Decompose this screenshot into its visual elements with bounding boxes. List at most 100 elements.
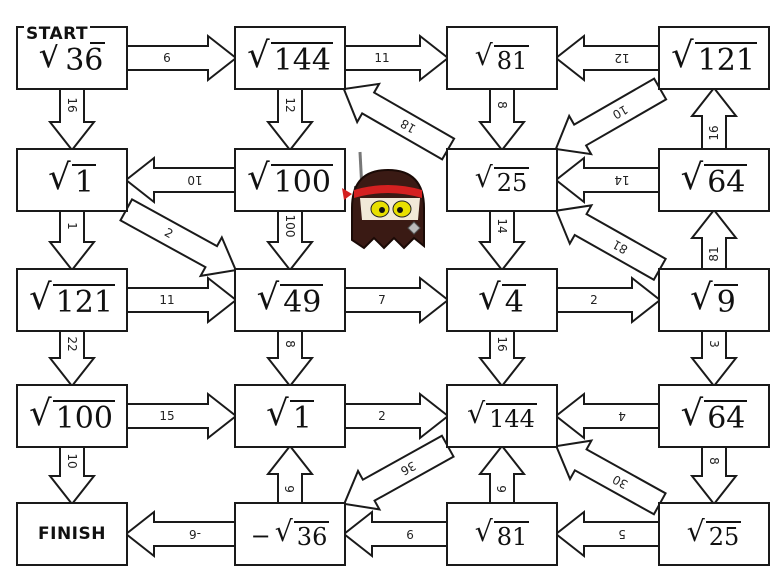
arrow-label: 4	[618, 409, 626, 423]
cell-r3c1[interactable]: √121	[16, 268, 128, 332]
cell-expression: √64	[681, 159, 748, 198]
radicand: 9	[713, 283, 738, 318]
arrow-shape	[689, 445, 739, 506]
arrow-r1c2-to-r1c3: 11	[343, 33, 450, 83]
arrow-shape	[554, 155, 661, 205]
cell-r4c2[interactable]: √1	[234, 384, 346, 448]
arrow-label: 7	[378, 293, 386, 307]
radicand: 144	[486, 402, 537, 431]
arrow-r4c4-to-r4c3: 4	[554, 391, 661, 441]
arrow-r1c4-to-r2c3: 10	[554, 77, 668, 156]
arrow-shape	[342, 434, 455, 511]
radical-sign: √	[474, 514, 493, 548]
arrow-label: 81	[610, 237, 630, 257]
cell-expression: √4	[478, 276, 526, 318]
arrow-r2c2-to-r2c1: 10	[124, 155, 237, 205]
radicand: 64	[704, 163, 748, 198]
arrow-r5c2-to-r4c2: 6	[265, 444, 315, 505]
cell-r5c1-finish[interactable]: FINISH	[16, 502, 128, 566]
arrow-r2c1-to-r3c2: 2	[119, 197, 238, 278]
finish-label: FINISH	[38, 524, 106, 544]
arrow-label: 2	[590, 293, 598, 307]
start-label: START	[24, 24, 91, 44]
cell-r2c1[interactable]: √1	[16, 148, 128, 212]
radical-sign: √	[690, 276, 713, 318]
arrow-r1c1-to-r2c1: 16	[47, 87, 97, 152]
arrow-label: 2	[378, 409, 386, 423]
arrow-r2c2-to-r3c2: 100	[265, 209, 315, 272]
arrow-label: 9	[406, 527, 414, 541]
arrow-shape	[124, 509, 237, 559]
arrow-label: 14	[614, 173, 629, 187]
cell-expression: √49	[256, 276, 324, 318]
arrow-r2c4-to-r2c3: 14	[554, 155, 661, 205]
arrow-shape	[477, 87, 527, 152]
arrow-label: 15	[159, 409, 174, 423]
cell-r5c4[interactable]: √25	[658, 502, 770, 566]
cell-r2c3[interactable]: √25	[446, 148, 558, 212]
arrow-shape	[554, 204, 668, 282]
arrow-label: 6	[163, 51, 171, 65]
arrow-r3c4-to-r4c4: 3	[689, 329, 739, 388]
arrow-label: 16	[65, 97, 79, 112]
arrow-r3c1-to-r4c1: 22	[47, 329, 97, 388]
cell-r3c3[interactable]: √4	[446, 268, 558, 332]
arrow-label: 12	[614, 51, 629, 65]
arrow-r3c3-to-r3c4: 2	[555, 275, 662, 325]
arrow-r3c3-to-r4c3: 16	[477, 329, 527, 388]
cell-expression: √121	[29, 276, 115, 318]
cell-r4c3[interactable]: √144	[446, 384, 558, 448]
arrow-label: 81	[707, 246, 721, 261]
cell-r5c2[interactable]: −√36	[234, 502, 346, 566]
radical-sign: √	[256, 276, 280, 318]
cell-expression: √100	[29, 392, 115, 434]
cell-r1c4[interactable]: √121	[658, 26, 770, 90]
cell-r1c1[interactable]: START √36	[16, 24, 128, 90]
arrow-label: 10	[610, 102, 630, 122]
ninja-character-icon	[342, 151, 425, 250]
cell-r5c3[interactable]: √81	[446, 502, 558, 566]
arrow-shape	[125, 33, 238, 83]
arrow-shape	[689, 86, 739, 151]
arrow-shape	[265, 87, 315, 152]
minus-sign: −	[250, 521, 271, 550]
arrow-shape	[265, 329, 315, 388]
arrow-shape	[554, 391, 661, 441]
cell-r1c3[interactable]: √81	[446, 26, 558, 90]
arrow-r4c3-to-r5c2: 36	[342, 434, 455, 511]
cell-r4c4[interactable]: √64	[658, 384, 770, 448]
arrow-r5c4-to-r5c3: 5	[554, 509, 661, 559]
cell-r4c1[interactable]: √100	[16, 384, 128, 448]
radicand: 144	[270, 41, 333, 76]
radicand: 121	[52, 283, 115, 318]
radical-sign: √	[474, 160, 493, 194]
radical-sign: √	[467, 396, 486, 430]
radicand: 4	[501, 283, 526, 318]
arrow-shape	[47, 87, 97, 152]
cell-r1c2[interactable]: √144	[234, 26, 346, 90]
radical-sign: √	[686, 514, 705, 548]
arrow-label: 3	[707, 340, 721, 348]
cell-r2c4[interactable]: √64	[658, 148, 770, 212]
arrow-shape	[477, 329, 527, 388]
radicand: 81	[493, 44, 530, 73]
cell-expression: √81	[474, 514, 530, 549]
radicand: 100	[270, 163, 333, 198]
cell-r3c2[interactable]: √49	[234, 268, 346, 332]
arrow-shape	[265, 209, 315, 272]
radical-sign: √	[29, 276, 52, 318]
arrow-shape	[119, 197, 238, 278]
radical-sign: √	[478, 276, 501, 318]
cell-expression: √36	[39, 37, 106, 76]
cell-r2c2[interactable]: √100	[234, 148, 346, 212]
arrow-label: 8	[495, 101, 509, 109]
arrow-label: 14	[495, 218, 509, 233]
arrow-r3c4-to-r2c4: 81	[689, 208, 739, 271]
arrow-r5c2-to-r5c1: -6	[124, 509, 237, 559]
cell-r3c4[interactable]: √9	[658, 268, 770, 332]
arrow-r3c4-to-r2c3: 81	[554, 204, 668, 282]
arrow-shape	[689, 208, 739, 271]
radical-sign: √	[29, 392, 52, 434]
arrow-label: 10	[65, 453, 79, 468]
